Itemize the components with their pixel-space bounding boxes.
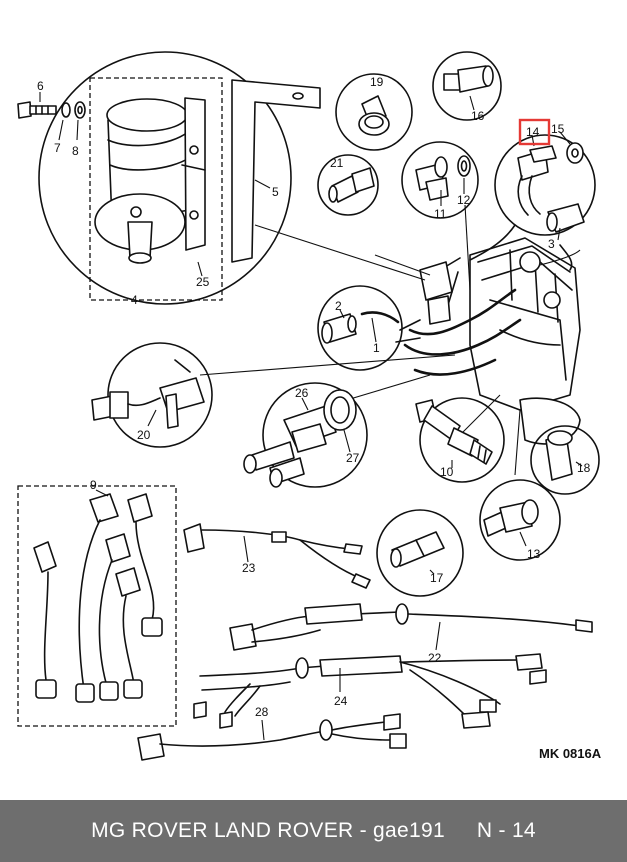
callout-11: 11 (434, 207, 447, 221)
part-1-2 (317, 285, 403, 371)
footer-bar: MG ROVER LAND ROVER - gae191 N - 14 (0, 800, 627, 862)
callout-18: 18 (577, 461, 591, 475)
callout-23: 23 (242, 561, 256, 575)
callout-28: 28 (255, 705, 269, 719)
part-21 (317, 154, 379, 216)
callout-15: 15 (551, 122, 565, 136)
callout-3: 3 (548, 237, 555, 251)
callout-14: 14 (526, 125, 540, 139)
callout-17: 17 (430, 571, 444, 585)
callout-10: 10 (440, 465, 454, 479)
callout-21: 21 (330, 156, 344, 170)
part-10 (415, 397, 505, 483)
callout-5: 5 (272, 185, 279, 199)
highlight-box (518, 118, 551, 146)
callout-2: 2 (335, 299, 342, 313)
callout-1: 1 (373, 341, 380, 355)
harness-22 (229, 603, 593, 651)
coil-group (17, 51, 321, 305)
callout-13: 13 (527, 547, 541, 561)
part-18 (530, 425, 600, 495)
callout-19: 19 (370, 75, 384, 89)
part-17 (376, 509, 464, 597)
reference-code: MK 0816A (539, 746, 602, 761)
callout-24: 24 (334, 694, 348, 708)
part-11-12 (401, 141, 479, 219)
engine-block (395, 224, 581, 445)
callout-22: 22 (428, 651, 442, 665)
callout-16: 16 (471, 109, 485, 123)
footer-page: N - 14 (476, 819, 536, 842)
part-16 (432, 51, 502, 121)
callout-4: 4 (131, 293, 138, 307)
harness-24 (193, 653, 547, 729)
part-13 (479, 479, 561, 561)
footer-title: MG ROVER LAND ROVER - gae191 (91, 819, 445, 842)
callout-7: 7 (54, 141, 61, 155)
callout-25: 25 (196, 275, 210, 289)
part-14-15-3 (494, 131, 596, 271)
harness-23 (183, 523, 371, 589)
part-20 (91, 342, 213, 448)
callout-26: 26 (295, 386, 309, 400)
part-19 (335, 73, 413, 151)
callout-6: 6 (37, 79, 44, 93)
callout-8: 8 (72, 144, 79, 158)
callout-labels: 1 2 3 4 5 6 7 8 9 10 11 12 13 14 15 16 1… (37, 75, 602, 761)
harness-28 (137, 713, 407, 761)
callout-20: 20 (137, 428, 151, 442)
callout-27: 27 (346, 451, 360, 465)
callout-9: 9 (90, 478, 97, 492)
ht-leads-set (17, 485, 177, 727)
part-26-27 (243, 382, 368, 488)
parts-diagram: 1 2 3 4 5 6 7 8 9 10 11 12 13 14 15 16 1… (17, 51, 602, 761)
callout-12: 12 (457, 193, 471, 207)
